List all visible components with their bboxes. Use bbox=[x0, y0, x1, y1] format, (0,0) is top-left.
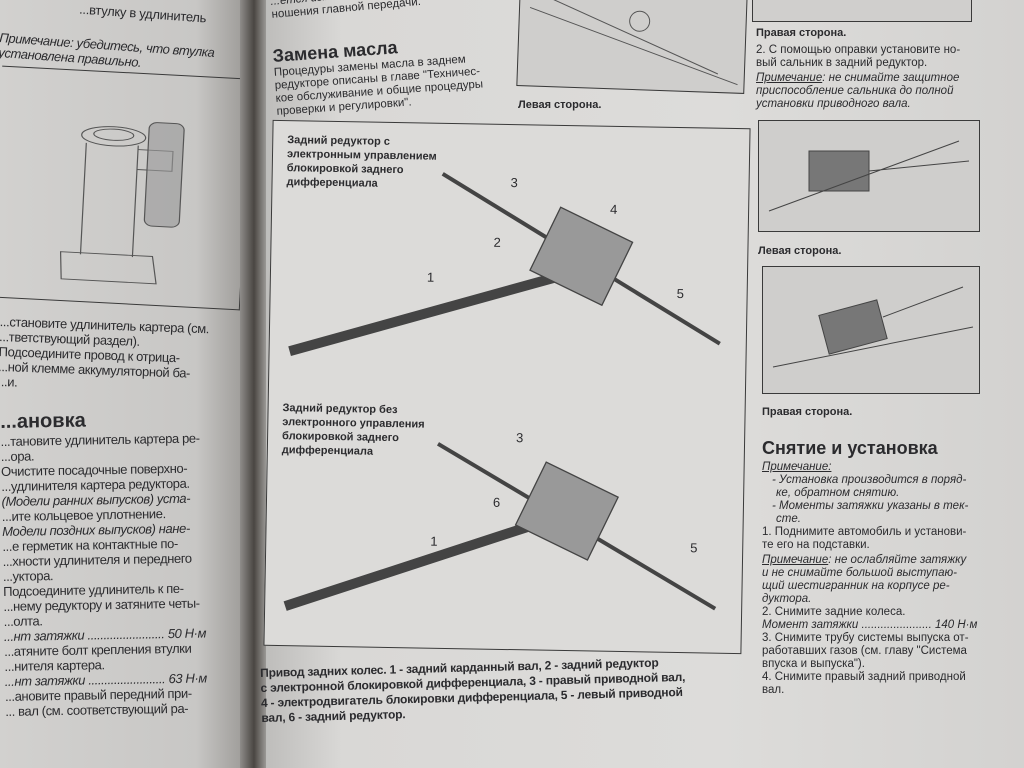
callout-4: 4 bbox=[609, 201, 618, 217]
right-side-seal-photo bbox=[762, 266, 980, 394]
left-side-drawing bbox=[529, 0, 738, 86]
text-line: : не снимайте защитное bbox=[822, 72, 960, 84]
text-line: приспособление сальника до полной bbox=[756, 85, 954, 97]
left-side-photo bbox=[516, 0, 748, 94]
text-line: ке, обратном снятию. bbox=[776, 487, 900, 499]
text-line: вый сальник в задний редуктор. bbox=[756, 57, 928, 69]
text-line: ...втулку в удлинитель bbox=[78, 1, 207, 26]
torque-value: 63 Н·м bbox=[168, 670, 207, 687]
text-line: 2. Снимите задние колеса. bbox=[762, 606, 906, 618]
drivetrain-drawings bbox=[283, 172, 721, 611]
text-line: 3. Снимите трубу системы выпуска от- bbox=[762, 632, 969, 644]
figure2-title: Задний редуктор без электронного управле… bbox=[282, 401, 425, 459]
note-row: Примечание: не ослабляйте затяжку bbox=[762, 554, 1012, 567]
left-body-top: ...становите удлинитель картера (см. ...… bbox=[0, 314, 236, 397]
removal-section: Снятие и установка Примечание: - Установ… bbox=[762, 438, 1012, 697]
note-label: Примечание bbox=[762, 554, 829, 566]
torque-value: 140 Н·м bbox=[935, 619, 978, 631]
left-side-seal-photo bbox=[758, 120, 980, 232]
callout-6: 6 bbox=[492, 494, 501, 510]
callout-3: 3 bbox=[510, 175, 518, 191]
left-section: ...ановка ...тановите удлинитель картера… bbox=[0, 406, 243, 719]
text-line: - Установка производится в поряд- bbox=[772, 474, 967, 486]
seal-install-drawing bbox=[768, 140, 970, 212]
seal-install-drawing bbox=[772, 286, 974, 368]
callout-2: 2 bbox=[493, 234, 501, 250]
text-line: и не снимайте большой выступаю- bbox=[762, 567, 958, 579]
text-line: те его на подставки. bbox=[762, 539, 870, 551]
text-line: ... вал (см. соответствующий ра- bbox=[5, 700, 189, 719]
section-heading: Снятие и установка bbox=[762, 438, 938, 458]
left-top-text: ...втулку в удлинитель bbox=[0, 0, 207, 26]
photo-caption: Правая сторона. bbox=[762, 406, 853, 418]
left-page: ...втулку в удлинитель Примечание: убеди… bbox=[0, 0, 252, 768]
book-gutter bbox=[240, 0, 268, 768]
text-line: : не ослабляйте затяжку bbox=[828, 554, 967, 566]
text-line: 2. С помощью оправки установите но- bbox=[756, 44, 961, 56]
text-line: сте. bbox=[776, 513, 801, 525]
torque-value: 50 Н·м bbox=[167, 625, 207, 642]
note-row: Примечание: не снимайте защитное bbox=[756, 72, 1006, 85]
oil-change-section: Замена масла Процедуры замены масла в за… bbox=[272, 29, 517, 119]
photo-caption: Левая сторона. bbox=[518, 99, 602, 111]
photo-caption: Правая сторона. bbox=[756, 27, 847, 39]
callout-5: 5 bbox=[676, 285, 685, 302]
right-side-photo-top bbox=[752, 0, 972, 22]
text-line: - Моменты затяжки указаны в тек- bbox=[772, 500, 969, 512]
bushing-tool-drawing bbox=[59, 122, 185, 285]
text-line: установки приводного вала. bbox=[756, 98, 911, 110]
middle-top-text: ...ется изме... ношения главной передачи… bbox=[270, 0, 421, 22]
photo-caption: Левая сторона. bbox=[758, 245, 842, 257]
text-line: вал. bbox=[762, 684, 785, 696]
right-col-top: Правая сторона. 2. С помощью оправки уст… bbox=[756, 26, 1006, 111]
text-line: впуска и выпуска"). bbox=[762, 658, 865, 670]
note-label: Примечание bbox=[756, 72, 823, 84]
right-page: ...ется изме... ношения главной передачи… bbox=[260, 0, 1024, 768]
text-line: работавших газов (см. главу "Система bbox=[762, 645, 967, 657]
text-line: щий шестигранник на корпусе ре- bbox=[762, 580, 950, 592]
title-line: дифференциала bbox=[281, 444, 374, 458]
text-line: дуктора. bbox=[762, 593, 812, 605]
callout-1: 1 bbox=[430, 533, 438, 549]
note-label: Примечание: bbox=[762, 461, 832, 473]
text-line: 4. Снимите правый задний приводной bbox=[762, 671, 966, 683]
figure-caption: Привод задних колес. 1 - задний карданны… bbox=[260, 653, 751, 726]
rear-drive-figure: Задний редуктор с электронным управление… bbox=[263, 119, 751, 655]
torque-row: Момент затяжки ...................... 14… bbox=[762, 619, 1012, 632]
text-line: 1. Поднимите автомобиль и установи- bbox=[762, 526, 967, 538]
torque-label: Момент затяжки ...................... bbox=[762, 619, 932, 631]
callout-5: 5 bbox=[690, 540, 698, 556]
bushing-tool-figure bbox=[0, 65, 252, 311]
callout-3: 3 bbox=[515, 430, 524, 446]
callout-1: 1 bbox=[426, 269, 435, 285]
